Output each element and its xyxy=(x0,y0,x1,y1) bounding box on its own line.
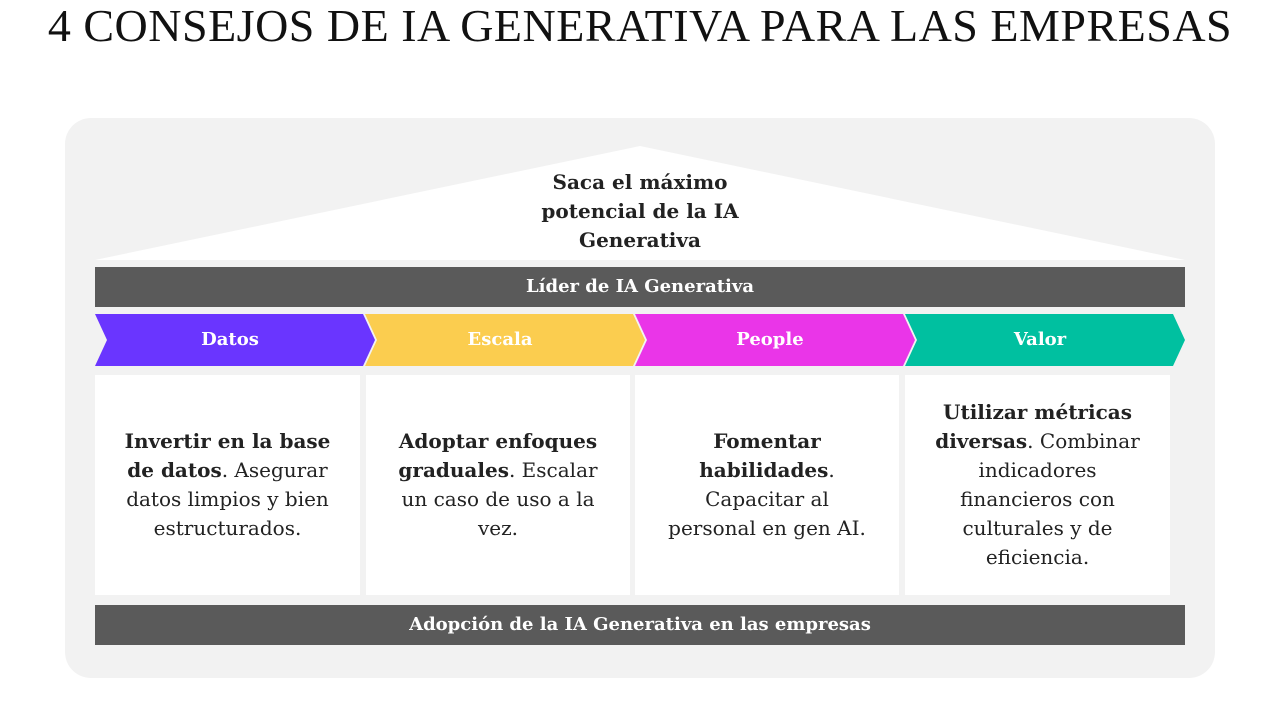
pillar-description: Invertir en la base de datos. Asegurar d… xyxy=(95,427,360,543)
pillar-highlight: Fomentar habilidades xyxy=(699,429,829,482)
roof-label: Saca el máximo potencial de la IA Genera… xyxy=(520,168,760,255)
leader-bar: Líder de IA Generativa xyxy=(95,267,1185,307)
pillar-description: Fomentar habilidades. Capacitar al perso… xyxy=(635,427,899,543)
roof-line-3: Generativa xyxy=(579,228,701,252)
roof-line-2: potencial de la IA xyxy=(541,199,739,223)
pillar-label-datos: Datos xyxy=(201,329,259,350)
pillar-card-datos: Invertir en la base de datos. Asegurar d… xyxy=(95,375,360,595)
pillar-detail: . Capacitar al personal en gen AI. xyxy=(668,458,866,540)
pillar-label-escala: Escala xyxy=(467,329,533,350)
chevron-escala xyxy=(365,314,645,366)
pillar-highlight: Adoptar enfoques graduales xyxy=(398,429,598,482)
chevron-people xyxy=(635,314,915,366)
pillar-detail: . Asegurar datos limpios y bien estructu… xyxy=(126,458,329,540)
pillar-card-escala: Adoptar enfoques graduales. Escalar un c… xyxy=(366,375,630,595)
pillar-highlight: Invertir en la base de datos xyxy=(124,429,331,482)
page-title: 4 CONSEJOS DE IA GENERATIVA PARA LAS EMP… xyxy=(47,0,1233,51)
pillar-description: Utilizar métricas diversas. Combinar ind… xyxy=(905,398,1170,572)
pillar-chevrons xyxy=(95,314,1185,366)
roof-line-1: Saca el máximo xyxy=(552,170,728,194)
pillar-description: Adoptar enfoques graduales. Escalar un c… xyxy=(366,427,630,543)
pillar-label-people: People xyxy=(736,329,804,350)
roof-triangle xyxy=(95,146,1185,260)
pillar-label-valor: Valor xyxy=(1013,329,1067,350)
pillar-card-valor: Utilizar métricas diversas. Combinar ind… xyxy=(905,375,1170,595)
chevron-datos xyxy=(95,314,375,366)
pillar-card-people: Fomentar habilidades. Capacitar al perso… xyxy=(635,375,899,595)
pillar-highlight: Utilizar métricas diversas xyxy=(935,400,1132,453)
roof-shape xyxy=(95,146,1185,260)
chevron-valor xyxy=(905,314,1185,366)
adoption-bar: Adopción de la IA Generativa en las empr… xyxy=(95,605,1185,645)
pillar-detail: . Combinar indicadores financieros con c… xyxy=(960,429,1140,569)
pillar-detail: . Escalar un caso de uso a la vez. xyxy=(401,458,598,540)
